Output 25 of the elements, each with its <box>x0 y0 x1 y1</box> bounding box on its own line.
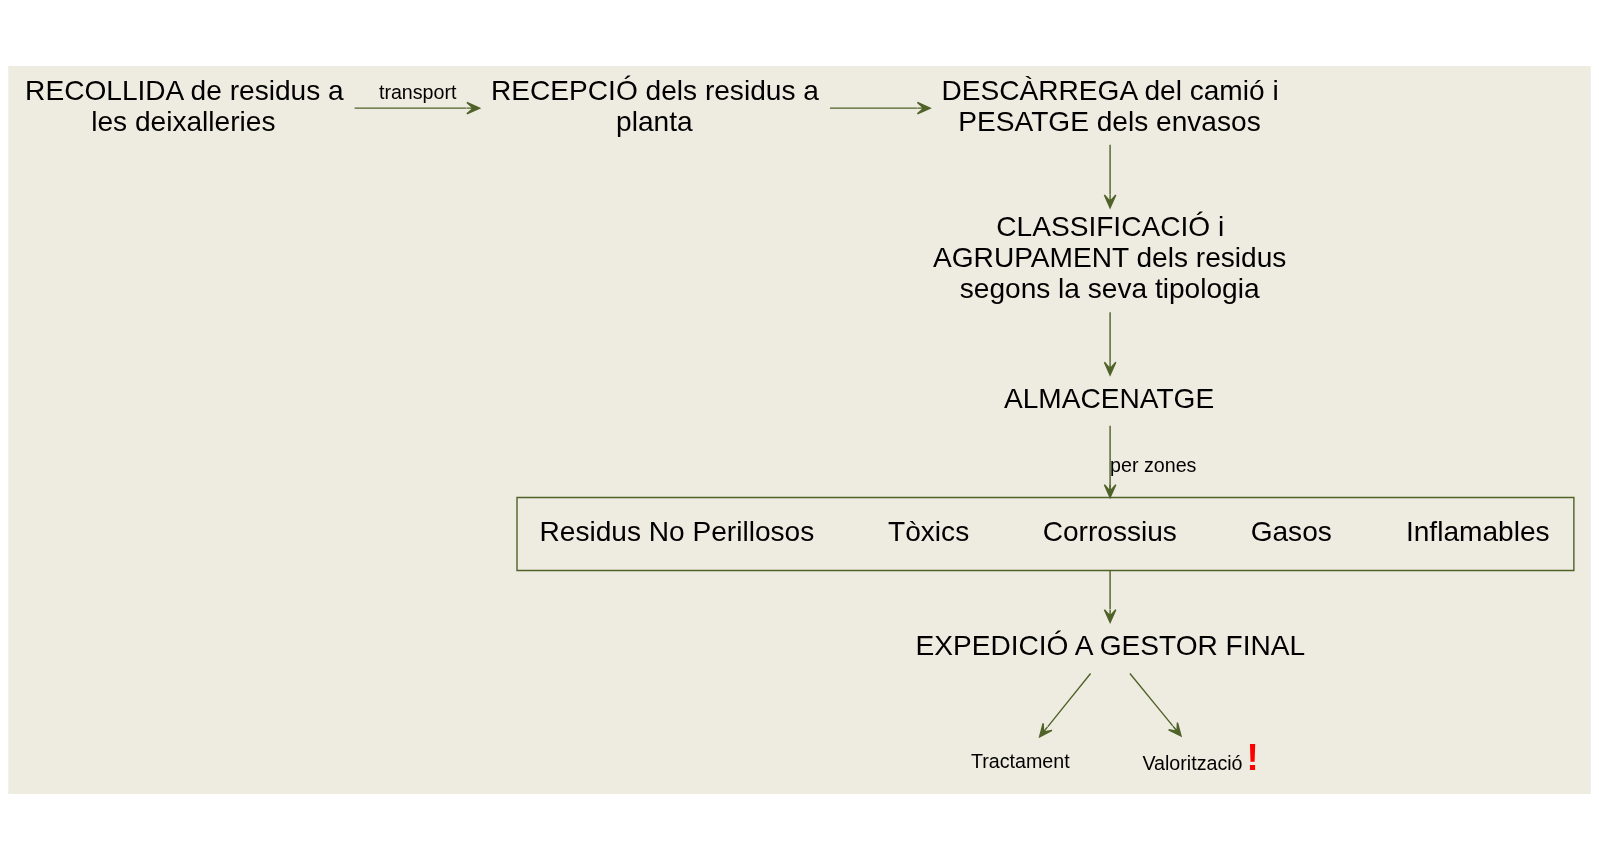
node-text: Inflamables <box>1405 515 1550 547</box>
node-text: DESCÀRREGA del camió i PESATGE dels envasos <box>941 74 1279 137</box>
node-text: RECEPCIÓ dels residus a planta <box>491 74 819 137</box>
edge-label: per zones <box>1110 453 1197 476</box>
arrow <box>1103 424 1117 498</box>
node-text: ALMACENATGE <box>1003 382 1215 414</box>
arrow <box>1129 672 1182 737</box>
cluster <box>516 496 1575 571</box>
node-text: CLASSIFICACIÓ i AGRUPAMENT dels residus segons la seva tipologia <box>933 210 1287 304</box>
node-text: Tòxics <box>888 515 970 547</box>
arrow <box>1038 672 1092 737</box>
arrow <box>1103 569 1117 623</box>
node-text: Tractament <box>970 749 1070 772</box>
node-text: EXPEDICIÓ A GESTOR FINAL <box>915 629 1306 661</box>
arrow <box>353 101 481 115</box>
node-label: ! <box>1246 736 1259 778</box>
arrow <box>1103 143 1117 208</box>
edge-label: transport <box>378 80 457 103</box>
node-text: Valorització <box>1142 751 1243 774</box>
node-text: RECOLLIDA de residus a les deixalleries <box>25 74 344 137</box>
node-text: Residus No Perillosos <box>539 515 815 547</box>
node-text: Gasos <box>1250 515 1332 547</box>
arrow <box>1103 311 1117 376</box>
node-text: Corrossius <box>1042 515 1177 547</box>
arrow <box>829 101 931 115</box>
